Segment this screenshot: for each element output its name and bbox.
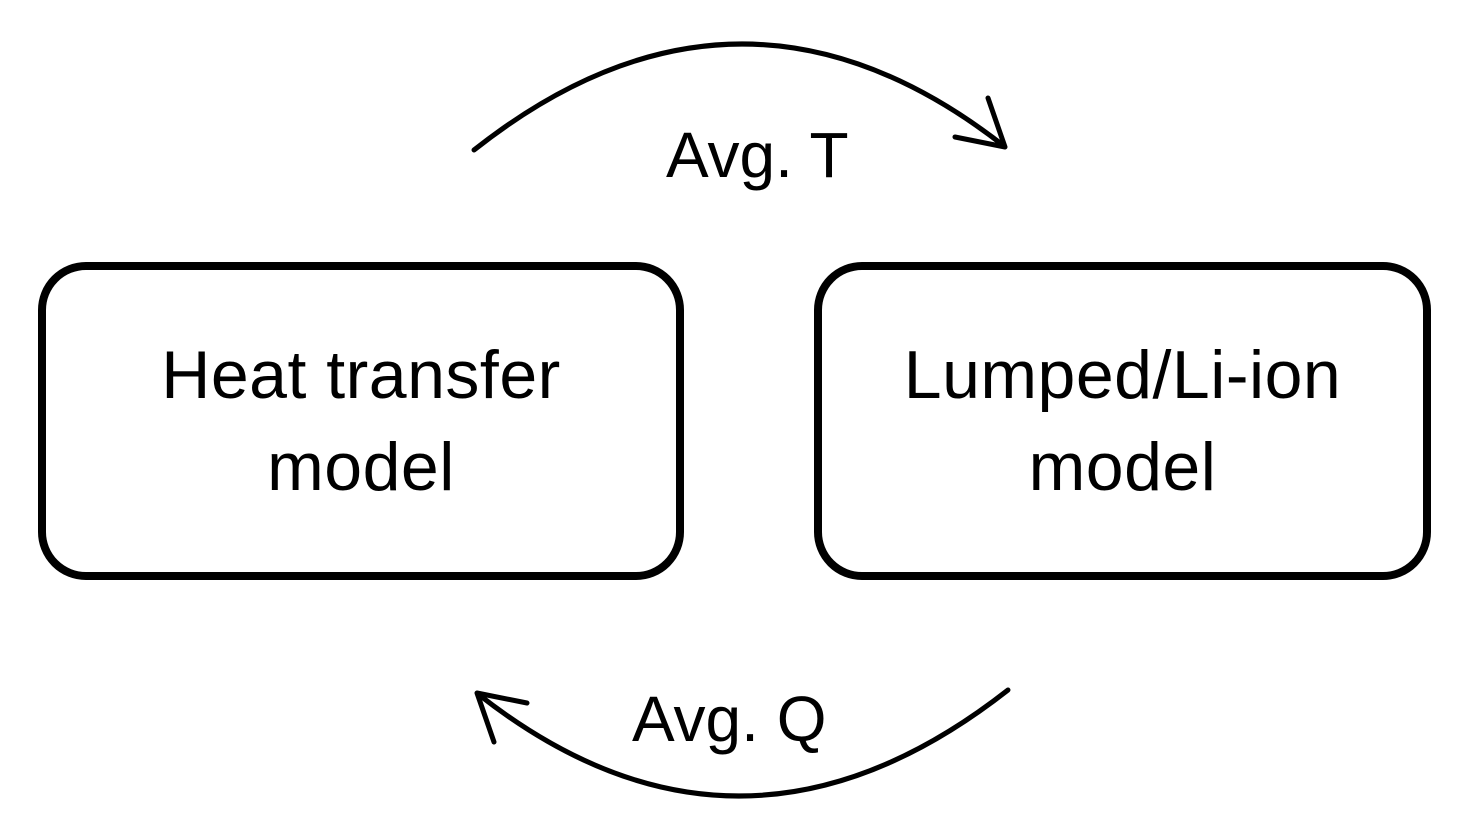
bottom-arrow-head [474, 690, 530, 745]
lumped-li-ion-model-line2: model [1028, 429, 1217, 505]
heat-transfer-model-line2: model [267, 429, 455, 505]
heat-transfer-model-box: Heat transfer model [38, 262, 684, 580]
heat-transfer-model-label: Heat transfer model [161, 329, 561, 513]
heat-transfer-model-line1: Heat transfer [161, 337, 561, 413]
bottom-arrow-arc [475, 687, 1011, 799]
avg-q-label: Avg. Q [632, 683, 827, 755]
top-arrow-head [952, 95, 1008, 150]
lumped-li-ion-model-line1: Lumped/Li-ion [903, 337, 1342, 413]
top-arrow-arc [471, 41, 1007, 153]
lumped-li-ion-model-box: Lumped/Li-ion model [814, 262, 1431, 580]
avg-t-label: Avg. T [666, 119, 849, 191]
lumped-li-ion-model-label: Lumped/Li-ion model [904, 329, 1341, 513]
bottom-arrow [474, 687, 1011, 799]
top-arrow [471, 41, 1008, 153]
